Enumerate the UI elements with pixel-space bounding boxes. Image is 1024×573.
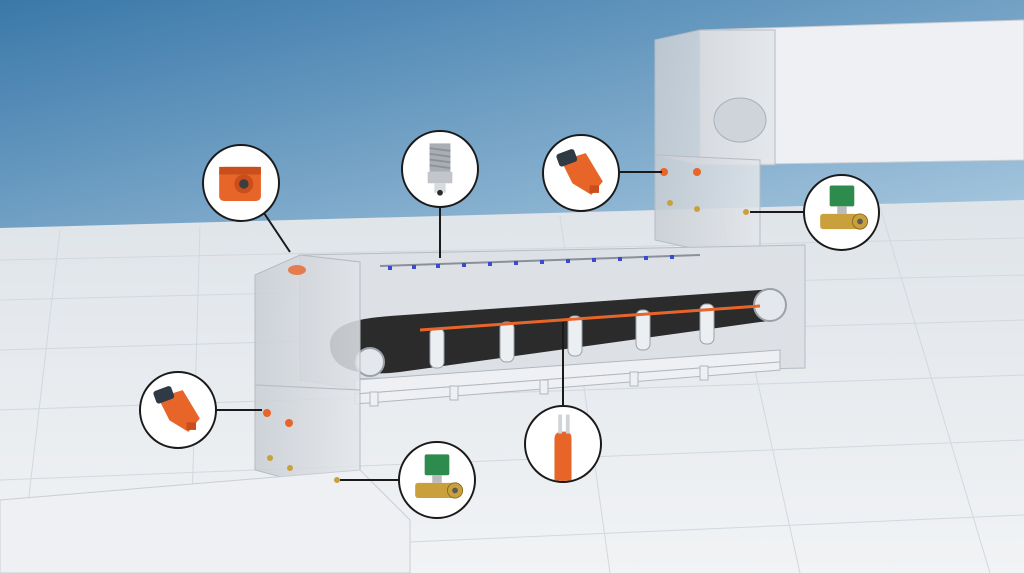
discharge-chute [254, 384, 361, 483]
callout-solenoid-valve-bottom[interactable] [398, 441, 476, 519]
orange-nozzle-icon [153, 386, 200, 432]
conveyor-frame [354, 349, 781, 407]
callout-heating-cable[interactable] [524, 405, 602, 483]
solenoid-valve-icon [820, 185, 869, 230]
sensor-housing-icon [219, 166, 261, 202]
heating-cable-line [419, 304, 761, 332]
orange-nozzle-icon [556, 149, 603, 195]
callout-orange-nozzle-top[interactable] [542, 134, 620, 212]
lower-left-chute [0, 469, 411, 573]
callout-orange-sensor-housing[interactable] [202, 144, 280, 222]
leader-lines [211, 171, 804, 481]
spray-nozzles-row [388, 255, 674, 270]
solenoid-valve-icon [415, 454, 464, 499]
callout-solenoid-valve-top[interactable] [803, 174, 880, 251]
spray-nozzle-icon [427, 143, 453, 196]
callout-orange-nozzle-left[interactable] [139, 371, 217, 449]
sensor-mount [288, 265, 306, 275]
callout-spray-nozzle[interactable] [401, 130, 479, 208]
loading-hopper [254, 254, 361, 391]
idler-rollers [429, 303, 715, 369]
head-pulley [713, 97, 767, 143]
heating-cable-icon [554, 414, 572, 481]
transfer-hopper-top [654, 29, 776, 166]
fittings [263, 168, 749, 483]
